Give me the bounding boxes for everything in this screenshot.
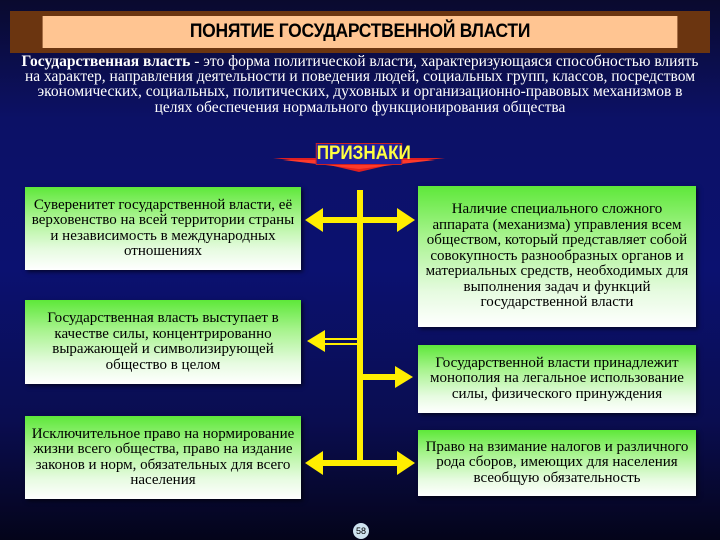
page-title: ПОНЯТИЕ ГОСУДАРСТВЕННОЙ ВЛАСТИ xyxy=(42,16,678,48)
sign-box-lawmaking: Исключительное право на нормирование жиз… xyxy=(25,416,301,499)
arrow-right-icon xyxy=(397,451,415,475)
signs-banner: ПРИЗНАКИ xyxy=(273,142,445,172)
vertical-spine xyxy=(357,190,363,466)
sign-box-sovereignty: Суверенитет государственной власти, её в… xyxy=(25,187,301,270)
signs-label: ПРИЗНАКИ xyxy=(315,143,411,165)
arrow-left-icon xyxy=(305,208,323,232)
arrow-right-icon xyxy=(395,366,413,388)
sign-box-force-monopoly: Государственной власти принадлежит моноп… xyxy=(418,345,696,413)
sign-box-taxation: Право на взимание налогов и различного р… xyxy=(418,430,696,496)
page-number-badge: 58 xyxy=(353,523,369,539)
arrow-left-icon xyxy=(307,330,325,352)
definition-text: Государственная власть - это форма полит… xyxy=(20,54,700,115)
definition-body: - это форма политической власти, характе… xyxy=(24,53,699,116)
arrow-right-icon xyxy=(397,208,415,232)
sign-box-apparatus: Наличие специального сложного аппарата (… xyxy=(418,186,696,327)
title-banner: ПОНЯТИЕ ГОСУДАРСТВЕННОЙ ВЛАСТИ xyxy=(10,11,710,53)
sign-box-concentrated-force: Государственная власть выступает в качес… xyxy=(25,300,301,384)
definition-term: Государственная власть xyxy=(21,53,191,70)
arrow-left-icon xyxy=(305,451,323,475)
